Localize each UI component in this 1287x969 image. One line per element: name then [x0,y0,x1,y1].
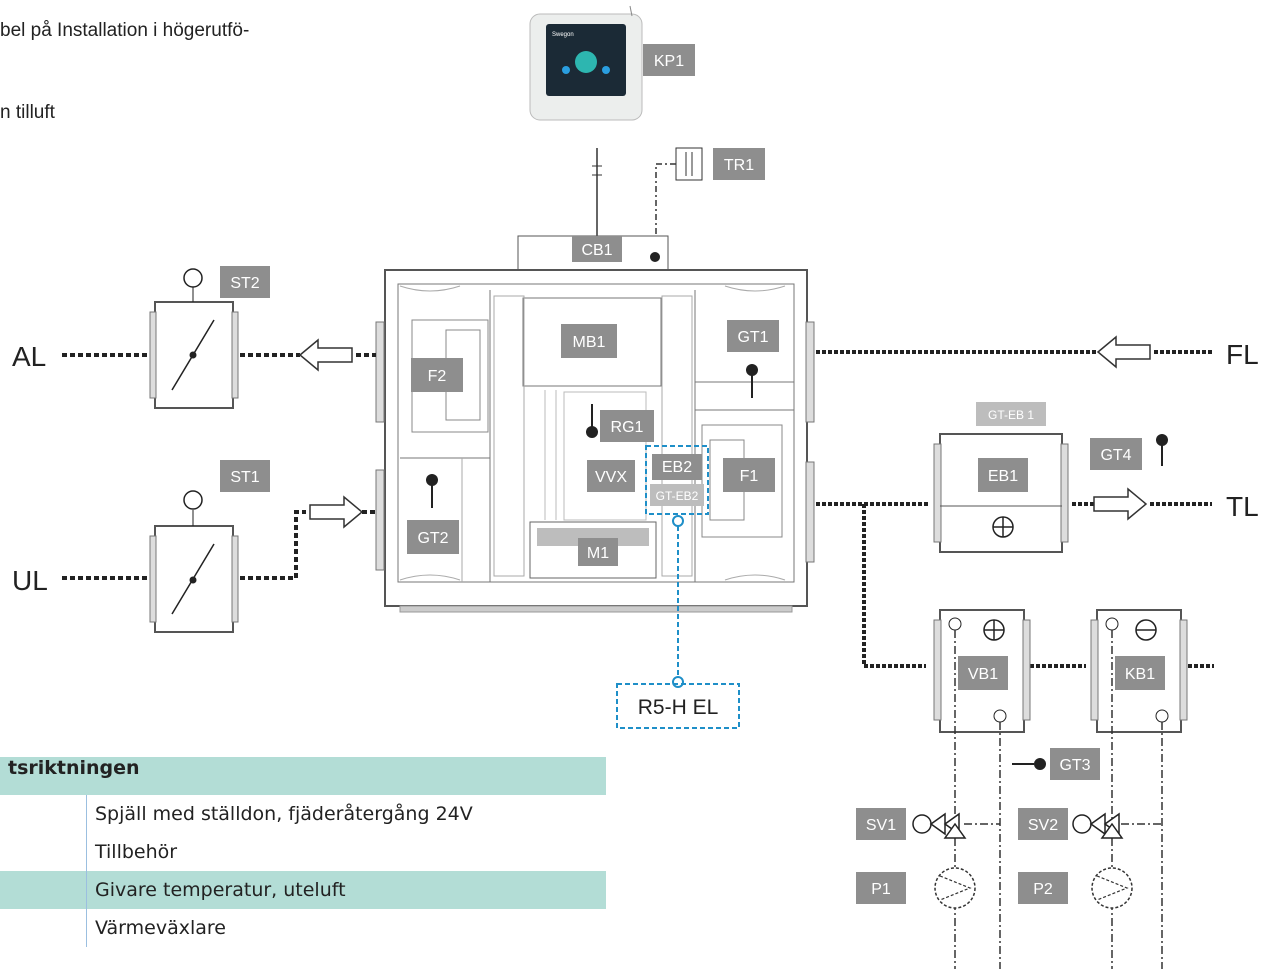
cooling-symbol-icon [1135,619,1157,641]
damper-st1 [149,490,239,633]
label-mb1: MB1 [573,334,606,351]
electric-heater-eb1 [933,433,1069,553]
label-tr1: TR1 [724,157,754,174]
label-gt4: GT4 [1100,447,1131,464]
label-st2: ST2 [230,275,259,292]
table-row: Spjäll med ställdon, fjäderåtergång 24V [0,795,606,833]
temperature-sensor-icon [586,404,598,438]
label-sv1: SV1 [866,817,896,834]
label-eb2: EB2 [662,459,692,476]
transformer-tr1 [675,147,703,181]
heating-symbol-icon [983,619,1005,641]
label-sv2: SV2 [1028,817,1058,834]
label-ul: UL [12,565,48,596]
intro-line-2: n tilluft [0,102,55,123]
temperature-sensor-icon [426,474,438,508]
controller-brand: Swegon [552,32,574,38]
label-p1: P1 [871,881,891,898]
legend-header: tsriktningen [0,757,606,795]
table-row: Tillbehör [0,833,606,871]
label-f1: F1 [740,468,759,485]
label-m1: M1 [587,545,609,562]
label-gt1: GT1 [737,329,768,346]
table-row: Värmeväxlare [0,909,606,947]
label-eb1: EB1 [988,468,1018,485]
arrow-left-icon [298,338,353,372]
label-rg1: RG1 [611,419,644,436]
label-tl: TL [1226,491,1259,522]
label-f2: F2 [428,368,447,385]
control-panel-kp1: Swegon [529,5,643,121]
arrow-right-icon [1093,487,1148,521]
arrow-left-icon [1096,335,1151,369]
label-gt-eb1: GT-EB 1 [988,408,1034,422]
legend-table: tsriktningen Spjäll med ställdon, fjäder… [0,757,606,947]
label-al: AL [12,341,46,372]
three-way-valve-icon [1072,812,1124,839]
label-cb1: CB1 [581,242,612,259]
label-gt3: GT3 [1059,757,1090,774]
label-vvx: VVX [595,469,627,486]
legend-header-row: tsriktningen [0,757,606,795]
label-fl: FL [1226,339,1259,370]
label-st1: ST1 [230,469,259,486]
damper-st2 [149,268,239,409]
label-gt2: GT2 [417,530,448,547]
label-gt-eb2: GT-EB2 [656,489,699,503]
label-p2: P2 [1033,881,1053,898]
pump-icon [934,867,976,909]
arrow-right-icon [309,495,364,529]
temperature-sensor-icon [1156,434,1168,466]
label-vb1: VB1 [968,666,998,683]
pump-icon [1091,867,1133,909]
label-r5-h-el: R5-H EL [638,696,719,719]
water-pipes [954,630,1163,969]
intro-line-1: bel på Installation i högerutfö- [0,20,250,41]
table-row: Givare temperatur, uteluft [0,871,606,909]
three-way-valve-icon [912,812,967,839]
temperature-sensor-icon [746,364,758,398]
heating-symbol-icon [992,516,1014,538]
label-kp1: KP1 [654,53,684,70]
label-kb1: KB1 [1125,666,1155,683]
